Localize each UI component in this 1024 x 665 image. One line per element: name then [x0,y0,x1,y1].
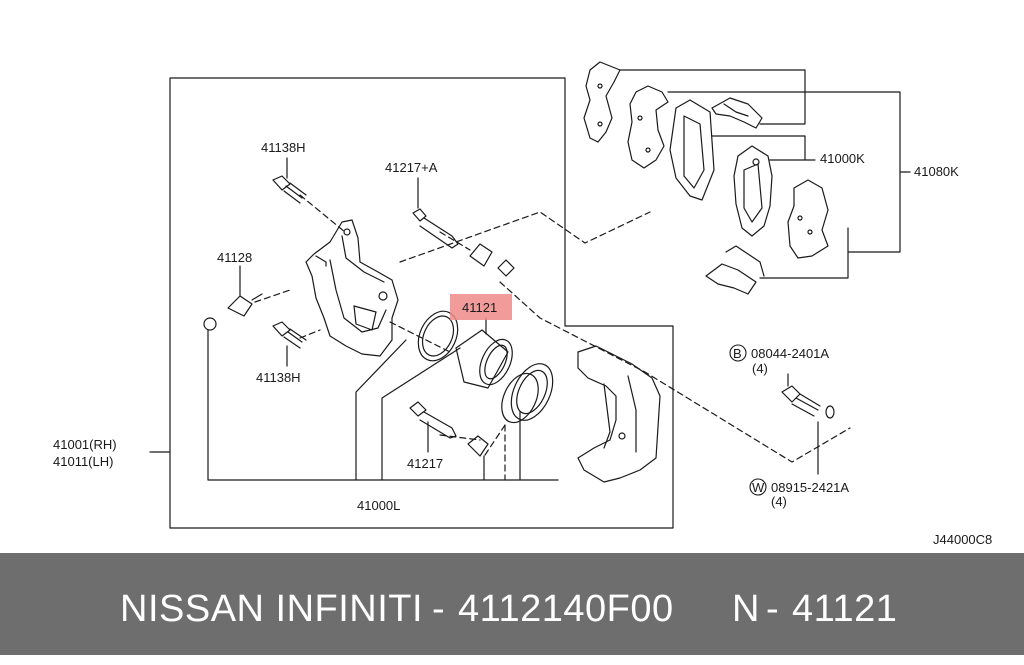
label-washer-qty: (4) [771,494,787,509]
label-41217: 41217 [407,456,443,471]
bolt-41138h-bottom [272,321,307,349]
highlight-41121 [450,294,512,320]
label-41080k: 41080K [914,164,959,179]
part-number-banner: NISSAN INFINITI - 4112140F00 N - 41121 [0,553,1024,655]
label-41217a: 41217+A [385,160,438,175]
piston-seal [417,310,459,362]
label-41011-lh: 41011(LH) [53,454,113,469]
leader-41000k [667,91,849,279]
bolt-41138h-top [272,175,307,204]
caliper-bracket [577,345,661,483]
label-41138h-top: 41138H [261,140,306,155]
pad-shim-outer-2 [627,85,669,169]
guide-pin-dashed-guide [254,289,481,441]
part-prefix: N [732,588,760,630]
caliper-body [305,219,399,357]
part-number: 41121 [792,588,898,630]
label-41001-rh: 41001(RH) [53,437,117,452]
piston-41121 [455,329,513,389]
label-41128: 41128 [217,250,252,265]
label-bolt-group: B 08044-2401A (4) [729,344,829,376]
brake-pad-outer [669,99,715,201]
bleeder-41128 [203,293,263,331]
boot-dashed-guide [484,424,506,481]
banner-separator-1: - [432,588,446,630]
label-bolt-qty: (4) [752,361,768,376]
pad-clip-top [711,97,763,129]
assembly-frame-41001 [169,77,674,529]
bolt-mark: B [733,346,742,361]
label-washer-group: W 08915-2421A (4) [749,478,849,509]
label-bolt-part: 08044-2401A [751,346,829,361]
pin-boot-top [469,243,515,277]
washer-mark: W [752,480,765,495]
banner-separator-2: - [766,588,780,630]
pad-shim-outer-1 [583,61,621,143]
pad-dashed-outline [399,211,651,263]
leader-41080k [619,69,911,253]
diagram-ref-code: J44000C8 [933,532,992,547]
label-washer-part: 08915-2421A [771,480,849,495]
bolt-dashed-guide [299,194,471,353]
label-41138h-bottom: 41138H [256,370,301,385]
washer [825,405,835,419]
banner-text: NISSAN INFINITI - 4112140F00 N - 41121 [0,553,1024,655]
guide-pin-41217 [409,401,489,457]
brand-name: NISSAN INFINITI [120,588,424,630]
label-41121: 41121 [462,300,497,315]
leader-41000l [207,329,559,481]
caliper-exploded-diagram: 41138H 41217+A 41128 41121 41138H 41217 … [53,61,992,547]
oem-part-number: 4112140F00 [458,588,674,630]
bracket-bolt [781,385,821,417]
pad-shim-inner [787,179,829,259]
label-41000k: 41000K [820,151,865,166]
piston-dust-boot [501,363,554,424]
brake-pad-inner [733,145,773,237]
pad-clip-bottom [705,245,765,295]
label-41000l: 41000L [357,498,400,513]
bracket-dashed-guide [499,281,851,463]
guide-pin-41217a [412,208,459,249]
